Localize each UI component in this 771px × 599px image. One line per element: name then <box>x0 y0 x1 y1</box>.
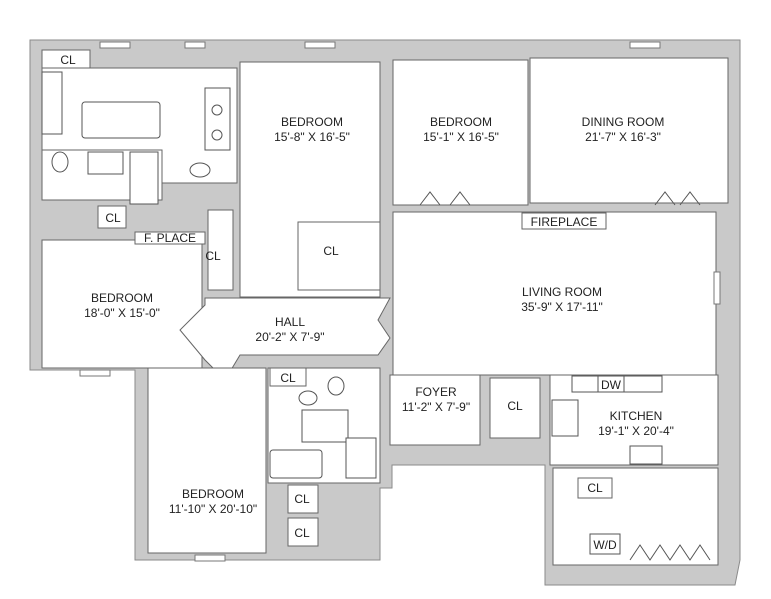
room-hall <box>179 297 391 381</box>
shower-lower <box>345 437 377 479</box>
fireplace-label: FIREPLACE <box>531 215 598 229</box>
door-swing-bedroom-right <box>419 191 471 206</box>
room-dining <box>529 57 729 204</box>
fplace-box <box>134 231 206 245</box>
vanity-mid-left <box>87 151 124 175</box>
washer-dryer-label: W/D <box>593 538 617 552</box>
closet-foyer-label: CL <box>507 399 523 413</box>
living-vent <box>713 271 721 305</box>
bedroom-upper-right-dims: 15'-1" X 16'-5" <box>423 130 499 144</box>
toilet-lower-1 <box>327 376 345 396</box>
vanity-lower <box>301 409 349 443</box>
bedroom-upper-right-name: BEDROOM <box>430 115 492 129</box>
toilet-mid-left <box>51 151 69 173</box>
closet-lower-1 <box>287 484 319 514</box>
bedroom-upper-mid-name: BEDROOM <box>281 115 343 129</box>
hall-dims: 20'-2" X 7'-9" <box>255 330 324 344</box>
bedroom-lower-name: BEDROOM <box>182 487 244 501</box>
washer-dryer-box <box>589 533 621 555</box>
dishwasher-label: DW <box>601 378 622 392</box>
closet-mid-left-label: CL <box>105 211 121 225</box>
kitchen-counter <box>571 375 663 393</box>
bedroom-lower-dims: 11'-10" X 20'-10" <box>169 502 257 516</box>
room-bedroom-upper-right <box>392 59 529 206</box>
window-left-bedroom <box>79 369 111 377</box>
toilet-upper-right <box>189 162 211 178</box>
bedroom-left-name: BEDROOM <box>91 291 153 305</box>
closet-left-bedroom-label: CL <box>205 249 221 263</box>
kitchen-name: KITCHEN <box>610 409 663 423</box>
window-top-2 <box>184 41 206 49</box>
closet-left-bedroom <box>207 209 234 291</box>
foyer-name: FOYER <box>415 385 457 399</box>
stove <box>551 399 579 437</box>
closet-walkin <box>297 221 381 291</box>
room-bedroom-left <box>41 239 203 369</box>
closet-upper-left-label: CL <box>60 53 76 67</box>
tub-upper <box>81 101 161 139</box>
closet-upper-left <box>41 49 91 69</box>
room-foyer <box>389 374 481 446</box>
window-top-3 <box>304 41 336 49</box>
kitchen-island <box>629 445 663 465</box>
tub-lower <box>269 449 323 479</box>
window-top-1 <box>99 41 131 49</box>
window-top-4 <box>629 41 661 49</box>
fplace-label: F. PLACE <box>144 231 196 245</box>
vanity-upper <box>204 87 231 151</box>
foyer-dims: 11'-2" X 7'-9" <box>402 400 470 414</box>
dining-room-name: DINING ROOM <box>582 115 665 129</box>
toilet-lower-2 <box>298 390 318 406</box>
window-lower-bedroom <box>194 554 226 562</box>
closet-walkin-label: CL <box>323 244 339 258</box>
tub-mid-left <box>129 151 159 205</box>
living-room-dims: 35'-9" X 17'-11" <box>521 300 603 314</box>
room-bedroom-lower <box>147 367 267 554</box>
closet-kitchen <box>577 477 613 499</box>
bedroom-upper-mid-dims: 15'-8" X 16'-5" <box>274 130 350 144</box>
room-living <box>392 211 717 376</box>
closet-lower-bath <box>269 367 307 387</box>
closet-lower-bath-label: CL <box>280 371 296 385</box>
hall-name: HALL <box>275 315 305 329</box>
dining-room-dims: 21'-7" X 16'-3" <box>585 130 661 144</box>
door-swing-dining <box>654 191 701 206</box>
closet-mid-left <box>97 205 127 229</box>
closet-foyer <box>489 377 541 439</box>
closet-lower-1-label: CL <box>294 492 310 506</box>
sink-upper-2 <box>211 129 223 141</box>
kitchen-dims: 19'-1" X 20'-4" <box>598 424 674 438</box>
living-room-name: LIVING ROOM <box>522 285 602 299</box>
door-swing-kitchen <box>629 544 711 561</box>
shower-upper <box>41 71 63 135</box>
fireplace-box <box>521 212 607 230</box>
closet-lower-2 <box>287 517 319 547</box>
closet-lower-2-label: CL <box>294 526 310 540</box>
bedroom-left-dims: 18'-0" X 15'-0" <box>84 306 160 320</box>
sink-upper-1 <box>211 104 223 116</box>
closet-kitchen-label: CL <box>587 481 603 495</box>
